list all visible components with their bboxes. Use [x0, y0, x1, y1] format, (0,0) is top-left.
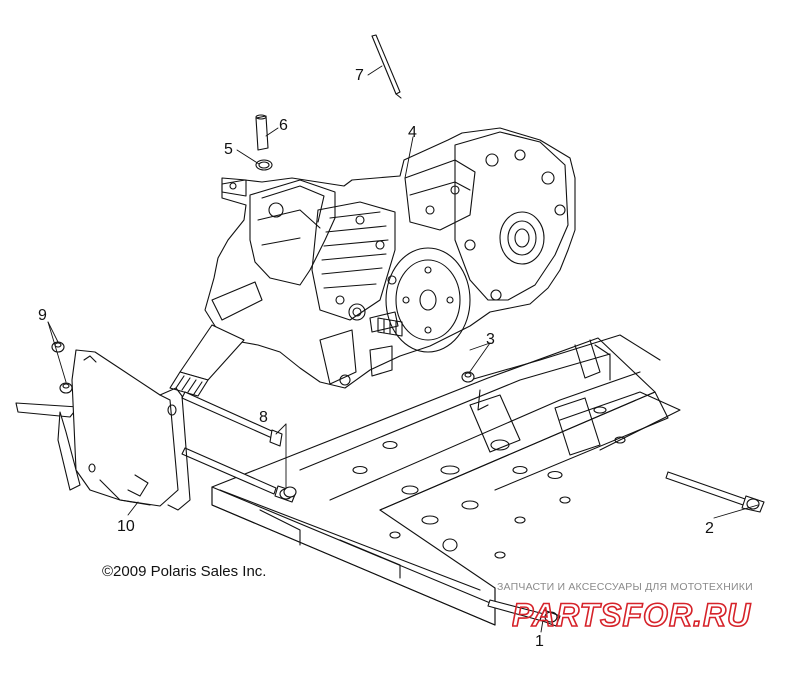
bolt-part-1 — [487, 599, 561, 627]
callout-5: 5 — [224, 141, 233, 158]
callout-6: 6 — [279, 117, 288, 134]
clamp-part-5 — [255, 159, 273, 171]
frame-assembly — [211, 334, 681, 626]
leader-lines — [47, 65, 759, 633]
mount-bracket-part-10 — [15, 349, 191, 511]
callout-9: 9 — [38, 307, 47, 324]
nut-part-3 — [283, 371, 475, 498]
callout-labels: 1 2 3 4 5 6 7 8 9 10 — [38, 67, 714, 650]
engine-transmission-assembly — [169, 127, 576, 397]
callout-3: 3 — [486, 331, 495, 348]
bolt-part-8 — [181, 391, 297, 503]
callout-7: 7 — [355, 67, 364, 84]
bolt-part-2 — [665, 471, 765, 513]
callout-4: 4 — [408, 124, 417, 141]
vent-tube-part-6 — [255, 114, 269, 151]
watermark-logo: PARTSFOR.RU — [512, 597, 751, 633]
bolt-part-7 — [371, 34, 402, 99]
callout-8: 8 — [259, 409, 268, 426]
watermark-tagline: ЗАПЧАСТИ И АКСЕССУАРЫ ДЛЯ МОТОТЕХНИКИ — [497, 581, 753, 593]
callout-10: 10 — [117, 518, 135, 535]
copyright-notice: ©2009 Polaris Sales Inc. — [102, 563, 267, 580]
callout-1: 1 — [535, 633, 544, 650]
watermark-brand: PARTSFOR.RU — [512, 597, 751, 633]
callout-2: 2 — [705, 520, 714, 537]
